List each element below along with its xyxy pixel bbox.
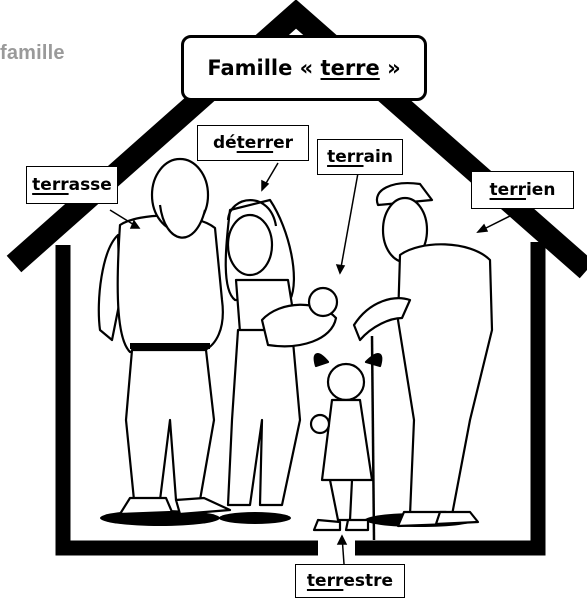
label-deterrer-prefix: dé <box>212 132 237 153</box>
title-prefix: Famille « <box>207 56 321 80</box>
label-terrien-suffix: ien <box>525 179 556 200</box>
corner-title-fragment: famille <box>0 42 65 64</box>
label-terrasse-root: terr <box>32 174 69 195</box>
title-suffix: » <box>379 56 401 80</box>
label-terrasse-suffix: asse <box>68 174 112 195</box>
label-terrain-suffix: ain <box>363 146 393 167</box>
label-terrestre-suffix: estre <box>343 570 394 591</box>
label-deterrer-suffix: er <box>273 132 294 153</box>
girl-figure <box>309 353 383 532</box>
word-family-title: Famille « terre » <box>181 35 427 101</box>
label-terrestre-root: terr <box>306 570 344 591</box>
baby-figure <box>260 286 339 348</box>
pointer-arrows <box>109 162 517 565</box>
great-grandfather-figure <box>352 182 494 541</box>
mother-figure <box>224 198 302 507</box>
label-terrain-root: terr <box>327 146 364 167</box>
label-deterrer-root: terr <box>236 132 274 153</box>
label-terrien-root: terr <box>489 179 526 200</box>
grandfather-figure <box>97 157 232 516</box>
title-root: terre <box>320 56 380 80</box>
